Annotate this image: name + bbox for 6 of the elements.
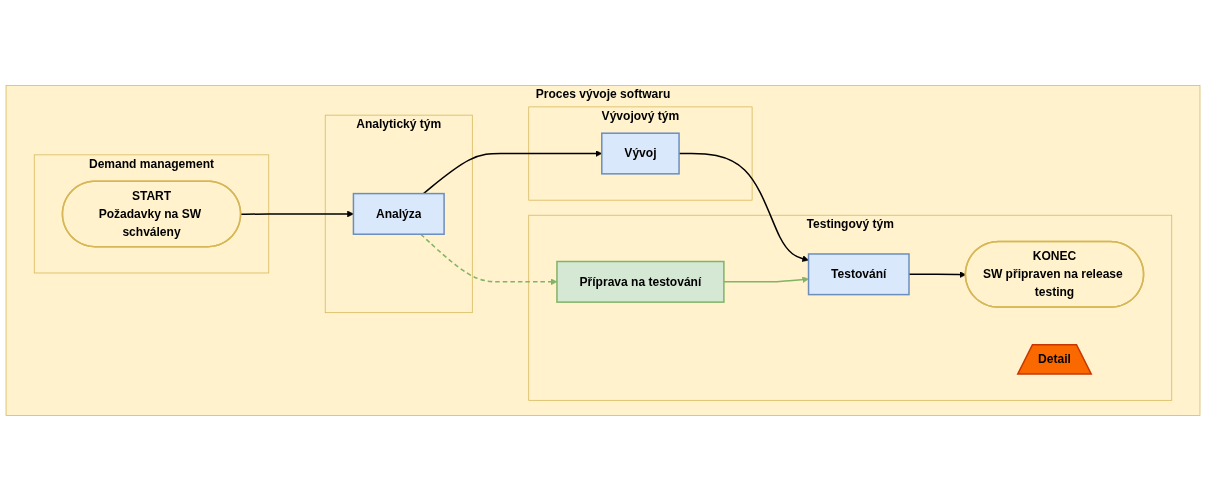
node-box: Příprava na testování xyxy=(556,260,725,303)
node-box: Analýza xyxy=(352,192,445,235)
node-box: Vývoj xyxy=(601,132,680,175)
arrow xyxy=(723,276,809,283)
node-box: Testování xyxy=(807,253,910,296)
arrow xyxy=(240,210,354,218)
